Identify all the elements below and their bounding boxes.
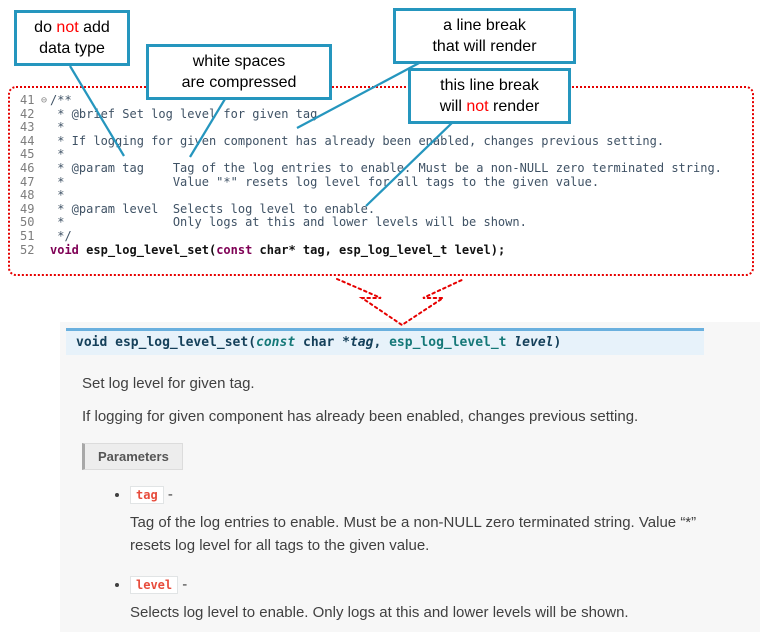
paren: ) [553,335,562,350]
function-signature: void esp_log_level_set(const char *tag, … [66,328,704,355]
code-text: * @param tag Tag of the log entries to e… [50,160,722,175]
fold-spacer [38,244,50,258]
fold-spacer [38,121,50,135]
comma: , [373,335,390,350]
paren: ( [248,335,257,350]
fold-spacer [38,230,50,244]
callout-text: white spaces [192,53,286,70]
parameter-item: level - Selects log level to enable. Onl… [130,575,760,624]
callout-text: that will render [432,38,537,55]
doc-brief: Set log level for given tag. [82,375,255,392]
doc-detail: If logging for given component has alrea… [82,408,639,425]
parameters-list: tag - Tag of the log entries to enable. … [60,486,760,624]
sig-keyword-const: const [256,335,296,350]
code-text: * @param level Selects log level to enab… [50,201,376,216]
code-line: 44 * If logging for given component has … [12,133,750,149]
renders-to-arrow-icon [336,278,465,327]
code-line-declaration: 52 void esp_log_level_set(const char* ta… [12,242,750,258]
function-declaration: void esp_log_level_set(const char* tag, … [50,242,506,258]
line-number: 44 [20,133,35,148]
line-number: 41 [20,93,35,107]
sig-arg2-name: level [514,335,554,350]
fold-collapse-icon[interactable]: ⊖ [40,95,48,106]
code-line: 51 */ [12,228,750,244]
space [107,335,115,350]
code-line: 43 * [12,121,750,135]
callout-no-datatype: do not add data type [14,10,130,66]
param-name-chip: level [130,575,179,594]
code-text: * Value "*" resets log level for all tag… [50,174,600,189]
code-text: * [50,147,65,162]
keyword-void: void [50,242,79,257]
fold-spacer [38,148,50,162]
line-number: 50 [20,215,35,230]
keyword-const: const [216,242,253,257]
code-text: * If logging for given component has alr… [50,133,665,148]
sig-arg1-type: char * [295,335,350,350]
line-number: 42 [20,106,35,121]
fold-spacer [38,108,50,122]
fold-spacer [38,162,50,176]
callout-break-no-render: this line break will not render [408,68,571,124]
sig-return-type: void [76,335,108,350]
callout-text: are compressed [181,74,297,91]
fold-spacer [38,216,50,230]
callout-text-red: not [56,19,79,36]
fold-spacer [38,189,50,203]
line-number: 47 [20,174,35,189]
code-line: 46 * @param tag Tag of the log entries t… [12,160,750,176]
fold-spacer [38,203,50,217]
code-line: 41 ⊖ /** [12,93,750,108]
code-line: 50 * Only logs at this and lower levels … [12,216,750,230]
code-line: 47 * Value "*" resets log level for all … [12,174,750,190]
callout-text: this line break [440,77,539,94]
line-number: 52 [20,242,35,257]
line-number: 49 [20,201,35,216]
code-text: * [50,188,65,203]
callout-break-render: a line break that will render [393,8,576,64]
callout-text: data type [39,40,105,57]
code-line: 48 * [12,189,750,203]
sig-arg2-type: esp_log_level_t [389,335,507,350]
line-number: 45 [20,147,35,162]
param-description: Tag of the log entries to enable. Must b… [130,514,697,555]
sig-arg1-name: tag [349,335,374,350]
code-text: /** [50,93,72,107]
callout-text: add [78,19,110,36]
parameters-label: Parameters [82,443,183,470]
declaration-args: char* tag, esp_log_level_t level); [252,242,506,257]
line-number: 51 [20,228,35,243]
paren: ( [208,242,217,257]
function-name: esp_log_level_set [86,242,209,257]
parameter-item: tag - Tag of the log entries to enable. … [130,486,760,558]
param-separator: - [178,575,188,593]
code-text: * [50,120,65,135]
code-text: */ [50,228,72,243]
rendered-docs-panel: void esp_log_level_set(const char *tag, … [60,322,760,632]
param-description: Selects log level to enable. Only logs a… [130,603,629,621]
callout-whitespace: white spaces are compressed [146,44,332,100]
param-name-chip: tag [130,486,164,504]
fold-spacer [38,135,50,149]
callout-text-red: not [466,98,489,115]
line-number: 43 [20,120,35,135]
line-number: 46 [20,160,35,175]
callout-text: will [439,98,467,115]
line-number: 48 [20,188,35,203]
callout-text: do [34,19,57,36]
sig-function-name: esp_log_level_set [115,335,249,350]
code-line: 42 * @brief Set log level for given tag [12,106,750,122]
fold-spacer [38,176,50,190]
callout-text: a line break [443,17,526,34]
code-editor: 41 ⊖ /** 42 * @brief Set log level for g… [8,86,754,276]
code-line: 49 * @param level Selects log level to e… [12,201,750,217]
code-line: 45 * [12,148,750,162]
code-text: * Only logs at this and lower levels wil… [50,215,527,230]
param-separator: - [163,486,173,503]
code-text: * @brief Set log level for given tag [50,106,318,121]
callout-text: render [488,98,540,115]
parameters-rubric-wrap: Parameters [82,443,760,470]
